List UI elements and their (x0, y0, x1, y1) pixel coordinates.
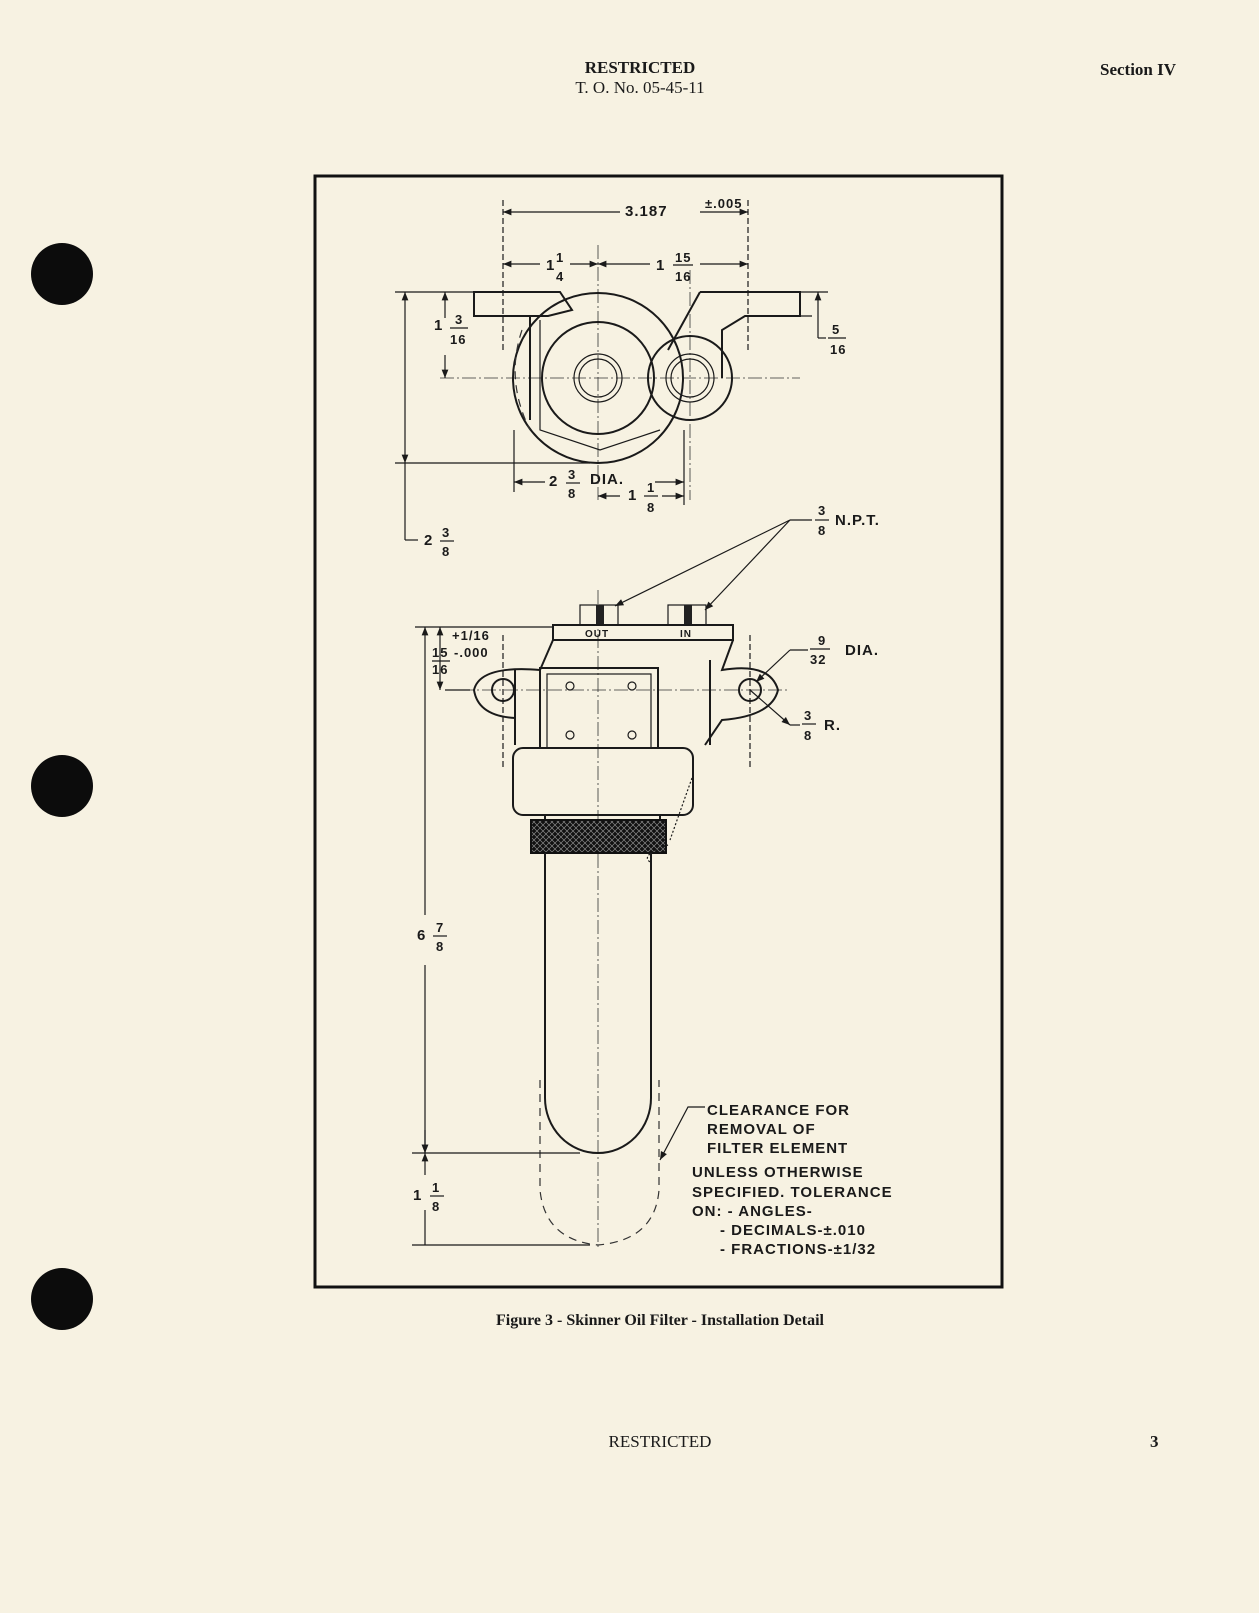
dim-port-spacing-den: 8 (647, 500, 655, 515)
hole-dia-suffix: DIA. (845, 642, 879, 659)
dim-left-offset-whole: 1 (546, 257, 555, 274)
hole-dia-den: 32 (810, 652, 826, 667)
npt-suffix: N.P.T. (835, 512, 880, 529)
dim-overall-width: 3.187 (625, 203, 668, 220)
clearance-length-whole: 1 (413, 1187, 422, 1204)
header-section: Section IV (1100, 60, 1177, 79)
dim-height-num: 3 (442, 525, 450, 540)
dim-right-offset-den: 16 (675, 269, 691, 284)
header-tech-order: T. O. No. 05-45-11 (575, 78, 705, 97)
dim-left-offset-num: 1 (556, 250, 564, 265)
dim-port-spacing-whole: 1 (628, 487, 637, 504)
npt-den: 8 (818, 523, 826, 538)
note-tolerance-line: - FRACTIONS-±1/32 (720, 1241, 876, 1258)
page-number: 3 (1150, 1432, 1159, 1451)
length-whole: 6 (417, 927, 426, 944)
length-den: 8 (436, 939, 444, 954)
side-view: OUT IN 3 8 N.P.T. 9 32 DIA. (412, 503, 893, 1258)
top-view: 3.187 ±.005 1 1 4 1 15 16 2 3 8 1 3 16 5 (395, 196, 846, 559)
dim-diameter-den: 8 (568, 486, 576, 501)
binder-hole (31, 1268, 93, 1330)
dim-height-den: 8 (442, 544, 450, 559)
clearance-length-num: 1 (432, 1180, 440, 1195)
npt-num: 3 (818, 503, 826, 518)
dim-height-whole: 2 (424, 532, 433, 549)
dim-diameter-suffix: DIA. (590, 471, 624, 488)
note-clearance-line: FILTER ELEMENT (707, 1140, 848, 1157)
dim-flange-den: 16 (830, 342, 846, 357)
port-out-label: OUT (585, 629, 609, 640)
dim-right-offset-num: 15 (675, 250, 691, 265)
dim-center-height-whole: 1 (434, 317, 443, 334)
note-tolerance-line: - DECIMALS-±.010 (720, 1222, 866, 1239)
mount-height-minus: -.000 (454, 645, 489, 660)
note-tolerance-line: UNLESS OTHERWISE (692, 1164, 864, 1181)
note-tolerance-line: SPECIFIED. TOLERANCE (692, 1184, 893, 1201)
knurled-nut (530, 819, 667, 854)
length-num: 7 (436, 920, 444, 935)
lug-radius-den: 8 (804, 728, 812, 743)
header-classification: RESTRICTED (584, 58, 696, 77)
figure-frame (313, 174, 1004, 1289)
note-tolerance-line: ON: - ANGLES- (692, 1203, 813, 1220)
binder-hole (31, 755, 93, 817)
mount-height-num: 15 (432, 645, 448, 660)
lug-radius-suffix: R. (824, 717, 841, 734)
note-clearance-line: CLEARANCE FOR (707, 1102, 850, 1119)
port-in-label: IN (680, 629, 692, 640)
dim-left-offset-den: 4 (556, 269, 564, 284)
dim-center-height-den: 16 (450, 332, 466, 347)
dim-port-spacing-num: 1 (647, 480, 655, 495)
dim-center-height-num: 3 (455, 312, 463, 327)
figure-caption: Figure 3 - Skinner Oil Filter - Installa… (496, 1312, 824, 1329)
dim-overall-tol: ±.005 (705, 196, 742, 211)
lug-radius-num: 3 (804, 708, 812, 723)
clearance-length-den: 8 (432, 1199, 440, 1214)
dim-diameter-num: 3 (568, 467, 576, 482)
footer-classification: RESTRICTED (608, 1432, 712, 1451)
dim-right-offset-whole: 1 (656, 257, 665, 274)
note-clearance-line: REMOVAL OF (707, 1121, 816, 1138)
dim-diameter-whole: 2 (549, 473, 558, 490)
binder-hole (31, 243, 93, 305)
mount-height-den: 16 (432, 662, 448, 677)
dim-flange-num: 5 (832, 322, 840, 337)
hole-dia-num: 9 (818, 633, 826, 648)
mount-tol-plus: +1/16 (452, 628, 490, 643)
